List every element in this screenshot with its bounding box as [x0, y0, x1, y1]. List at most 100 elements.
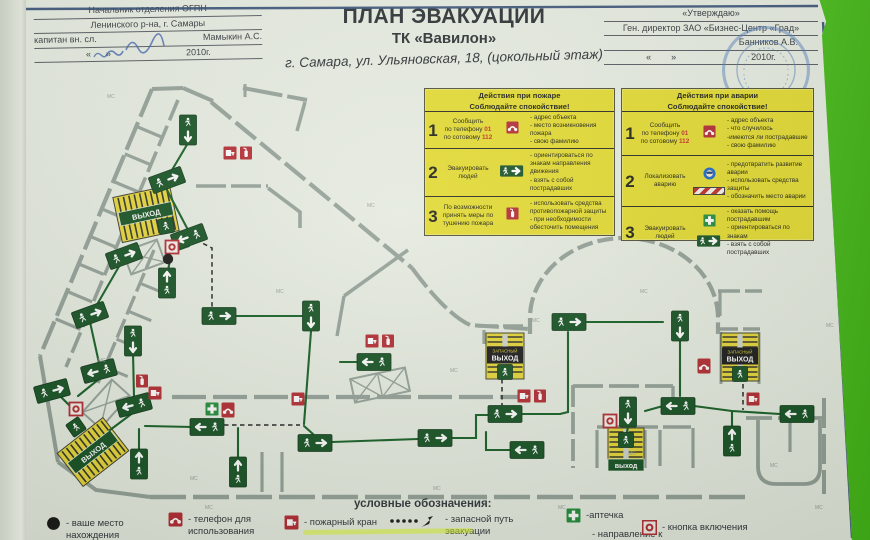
phone-icon: [505, 121, 519, 139]
approval-line: Ген. директор ЗАО «Бизнес-Центр «Град»: [604, 22, 818, 36]
fire-hydrant-icon: [746, 392, 760, 406]
fire-extinguisher-icon: [534, 389, 546, 403]
step-details: - ориентироваться по знакам направления …: [530, 152, 593, 192]
phone-icon: [697, 358, 711, 374]
exit-direction-sign: [417, 429, 453, 447]
watermarks-layer: МСМСМСМСМСМСМСМСМСМСМСМСМСМСМСМС: [98, 94, 834, 511]
evacuation-plan-poster: Начальник отделения ОГПН Ленинского р-на…: [26, 0, 852, 540]
step-number: 3: [625, 223, 635, 243]
fire-extinguisher-icon: [240, 146, 252, 160]
step-number: 1: [625, 124, 635, 143]
watermark-text: МС: [205, 505, 213, 511]
floor-plan: ВЫХОДВЫХОДЗАПАСНЫЙВЫХОДЗАПАСНЫЙВЫХОДвыхо…: [26, 4, 852, 539]
plan-header: ПЛАН ЭВАКУАЦИИ ТК «Вавилон» г. Самара, у…: [240, 5, 648, 70]
exit-direction-sign: [80, 358, 118, 384]
legend-item: - пожарный кран: [284, 515, 377, 533]
hazard-stripe-icon: [693, 187, 725, 195]
watermark-text: МС: [190, 476, 198, 482]
exit-direction-sign: [148, 166, 186, 194]
alarm-button-icon: [602, 413, 618, 429]
exit-direction-sign: [158, 267, 176, 299]
staircases-layer: ВЫХОДВЫХОДЗАПАСНЫЙВЫХОДЗАПАСНЫЙВЫХОДвыхо…: [56, 184, 760, 488]
step-details: - адрес объекта- что случилось-имеются л…: [727, 117, 808, 149]
building-name: ТК «Вавилон»: [391, 30, 497, 47]
dotarrow-icon: [388, 512, 440, 531]
exit-direction-sign: [124, 325, 142, 357]
legend-item: -аптечка: [566, 508, 623, 526]
exit-direction-sign: [229, 456, 247, 488]
exit-direction-sign: [302, 300, 320, 332]
fire-hydrant-icon: [291, 392, 305, 406]
button-icon: [641, 519, 658, 538]
evacuation-route: [88, 320, 101, 365]
dot-icon: [46, 516, 61, 534]
evacuation-route: [93, 261, 123, 310]
evacuation-route: [643, 404, 665, 413]
step-details: - адрес объекта- место возникновения пож…: [530, 113, 597, 146]
evacuation-route: [143, 424, 195, 429]
staircase: ВЫХОД: [112, 184, 180, 244]
legend-item-label: - запасной путьэвакуации: [445, 514, 514, 537]
legend-item-label: - пожарный кран: [304, 517, 378, 528]
exit-direction-sign: [71, 301, 109, 329]
location-dot: [162, 253, 174, 265]
legend-item: - запасной путьэвакуации: [388, 512, 513, 538]
legend-item-label: -аптечка: [586, 510, 624, 521]
step-details: - использовать средства противопожарной …: [530, 199, 607, 232]
watermark-text: МС: [450, 368, 458, 374]
legend-item-label: - направление к: [592, 529, 663, 540]
fire-hydrant-icon: [365, 334, 379, 348]
exit-label: ЗАПАСНЫЙ: [493, 348, 518, 353]
evacuation-route: [302, 329, 313, 426]
exit-label: ВЫХОД: [492, 355, 519, 362]
evacuation-route: [131, 350, 136, 400]
signs-icons-layer: [33, 114, 815, 488]
running-man-sign: [157, 217, 175, 235]
evacuation-route: [484, 430, 515, 452]
phone-icon: [168, 512, 183, 530]
step-number: 2: [625, 171, 635, 191]
exitsign-icon: [696, 234, 721, 252]
evacuation-route: [330, 437, 420, 444]
exit-label: ВЫХОД: [727, 356, 754, 363]
watermark-text: МС: [826, 323, 834, 329]
fire-extinguisher-icon: [382, 334, 394, 348]
watermark-text: МС: [628, 451, 636, 457]
exit-direction-sign: [779, 405, 815, 423]
ppe-icon: [702, 167, 716, 185]
running-man-sign: [65, 416, 87, 438]
phone-icon: [221, 402, 235, 418]
evacuation-route: [165, 188, 189, 230]
exit-direction-sign: [297, 434, 333, 452]
watermark-text: МС: [640, 289, 648, 295]
step-number: 3: [428, 206, 438, 226]
watermark-text: МС: [815, 505, 823, 511]
running-man-sign: [732, 366, 748, 382]
exit-direction-sign: [105, 242, 143, 270]
alarm-button-icon: [68, 401, 84, 417]
watermark-text: МС: [98, 358, 106, 364]
poster-frame-border: [26, 4, 852, 539]
step-details: - оказать помощь пострадавшим- ориентиро…: [727, 208, 790, 256]
phone-icon: [702, 124, 716, 143]
step-details: - предотвратить развитие аварии- использ…: [727, 160, 806, 201]
watermark-text: МС: [276, 289, 284, 295]
fire-extinguisher-icon: [136, 374, 148, 388]
evacuation-route: [302, 424, 315, 436]
exit-direction-sign: [487, 405, 523, 423]
ext-icon: [505, 207, 519, 225]
evacuation-route: [170, 141, 190, 172]
reserve-evacuation-route: [195, 239, 213, 312]
